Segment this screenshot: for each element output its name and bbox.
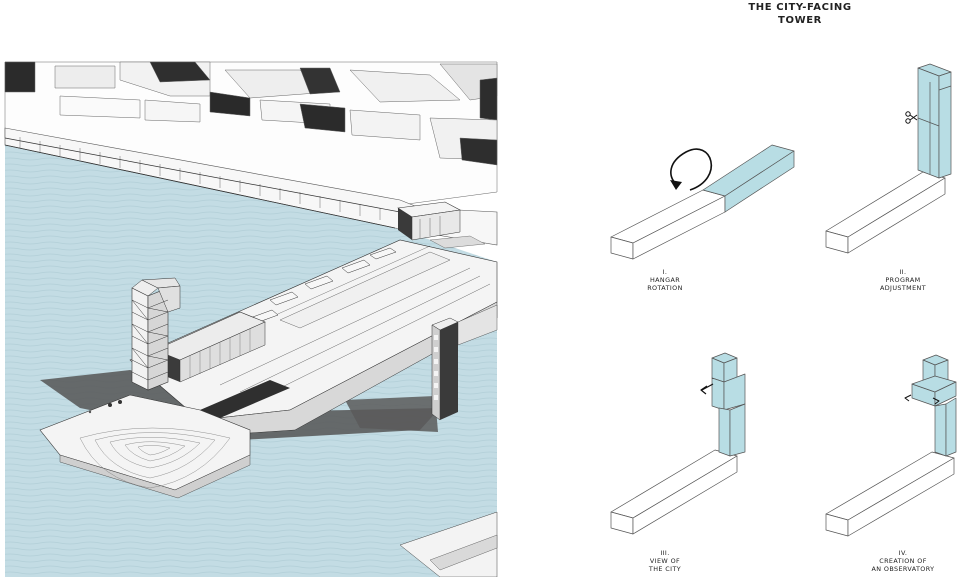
step-3-caption: III. VIEW OF THE CITY — [590, 549, 740, 573]
step-4-caption: IV. CREATION OF AN OBSERVATORY — [828, 549, 960, 573]
corner-building — [399, 511, 498, 577]
background-city-buildings — [4, 61, 498, 206]
step-2-numeral: II. — [899, 268, 907, 276]
axonometric-site-view — [4, 61, 498, 577]
step-4-line-1: CREATION OF — [879, 557, 927, 565]
step-1-numeral: I. — [662, 268, 668, 276]
pier-structure — [129, 239, 498, 437]
view-arrow-icon — [700, 383, 714, 395]
step-2-caption: II. PROGRAM ADJUSTMENT — [828, 268, 960, 292]
scissors-icon — [905, 111, 918, 124]
step-1-line-2: ROTATION — [647, 284, 683, 292]
rotation-arrow-icon — [670, 148, 713, 191]
step-4-line-2: AN OBSERVATORY — [871, 565, 935, 573]
landscape-point — [39, 394, 251, 499]
quay-promenade — [4, 127, 498, 246]
step-3-line-1: VIEW OF — [649, 557, 681, 565]
step-3-line-2: THE CITY — [648, 565, 682, 573]
lattice-tower — [131, 277, 181, 391]
step-2-line-1: PROGRAM — [885, 276, 921, 284]
step-2-program-adjustment-diagram — [825, 63, 952, 254]
step-4-observatory-diagram — [825, 354, 957, 537]
quay-pavilion — [397, 201, 486, 249]
pier-shadow — [40, 370, 440, 440]
title-line-1: THE CITY-FACING — [748, 2, 852, 13]
bridge-pier — [431, 304, 498, 421]
step-3-view-of-the-city-diagram — [610, 352, 746, 535]
observatory-arrows-icon — [904, 394, 940, 405]
title-line-2: TOWER — [778, 14, 822, 26]
step-3-numeral: III. — [660, 549, 670, 557]
step-1-hangar-rotation-diagram — [610, 144, 795, 260]
step-1-caption: I. HANGAR ROTATION — [590, 268, 740, 292]
diagram-title: THE CITY-FACING TOWER — [700, 2, 900, 27]
step-1-line-1: HANGAR — [649, 276, 681, 284]
step-4-numeral: IV. — [898, 549, 908, 557]
step-2-line-2: ADJUSTMENT — [879, 284, 927, 292]
